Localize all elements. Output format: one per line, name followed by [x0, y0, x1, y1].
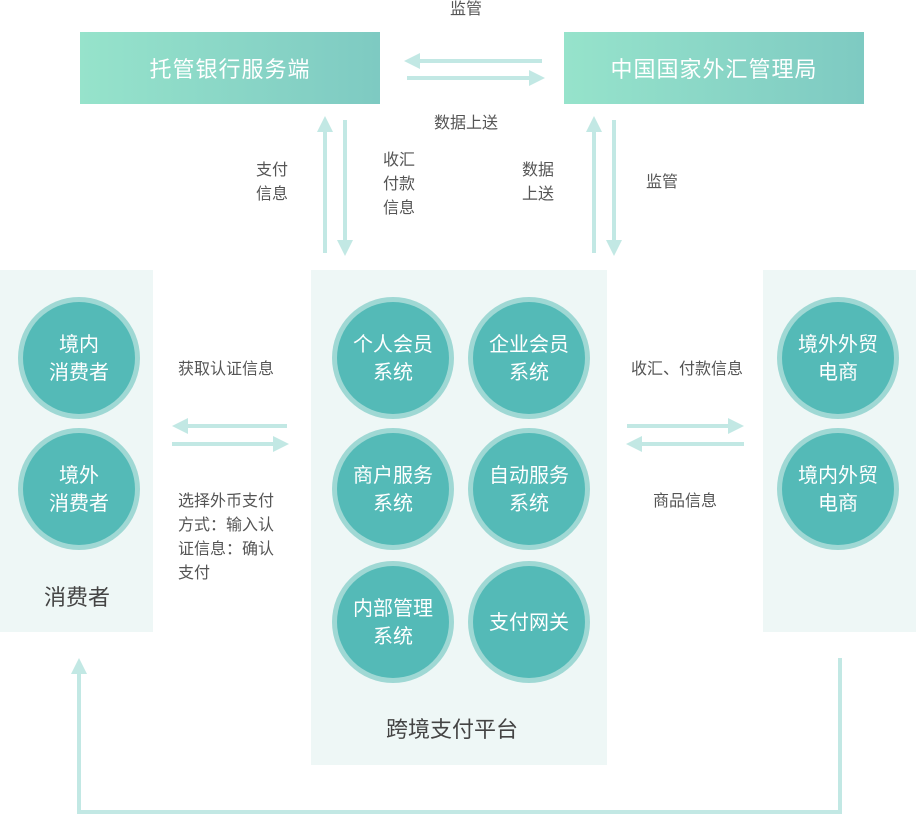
- domestic-consumer-node: 境内 消费者: [23, 302, 135, 414]
- label-data-upload: 数据 上送: [521, 160, 554, 203]
- label-collect-payment-info: 收汇、付款信息: [631, 359, 744, 378]
- label-data-upload-horizontal: 数据上送: [434, 113, 499, 132]
- foreign-consumer-node: 境外 消费者: [23, 433, 135, 545]
- personal-member-system-node: 个人会员 系统: [337, 302, 449, 414]
- consumer-title: 消费者: [44, 586, 111, 611]
- merchant-service-system-node: 商户服务 系统: [337, 433, 449, 545]
- payment-gateway-node: 支付网关: [473, 566, 585, 678]
- label-pay-info: 支付 信息: [255, 160, 288, 203]
- label-goods-info: 商品信息: [653, 491, 718, 510]
- foreign-trade-ecommerce-node: 境外外贸 电商: [782, 302, 894, 414]
- internal-management-system-node: 内部管理 系统: [337, 566, 449, 678]
- label-get-auth-info: 获取认证信息: [178, 359, 275, 378]
- platform-title: 跨境支付平台: [386, 718, 519, 743]
- domestic-trade-ecommerce-node: 境内外贸 电商: [782, 433, 894, 545]
- enterprise-member-system-node: 企业会员 系统: [473, 302, 585, 414]
- label-choose-payment: 选择外币支付 方式：输入认 证信息：确认 支付: [178, 491, 275, 582]
- custodian-bank-box: 托管银行服务端: [80, 32, 380, 104]
- auto-service-system-node: 自动服务 系统: [473, 433, 585, 545]
- label-supervise-top: 监管: [450, 0, 483, 18]
- label-collect-pay-info: 收汇 付款 信息: [382, 150, 415, 217]
- label-supervise: 监管: [646, 172, 679, 191]
- safe-box: 中国国家外汇管理局: [564, 32, 864, 104]
